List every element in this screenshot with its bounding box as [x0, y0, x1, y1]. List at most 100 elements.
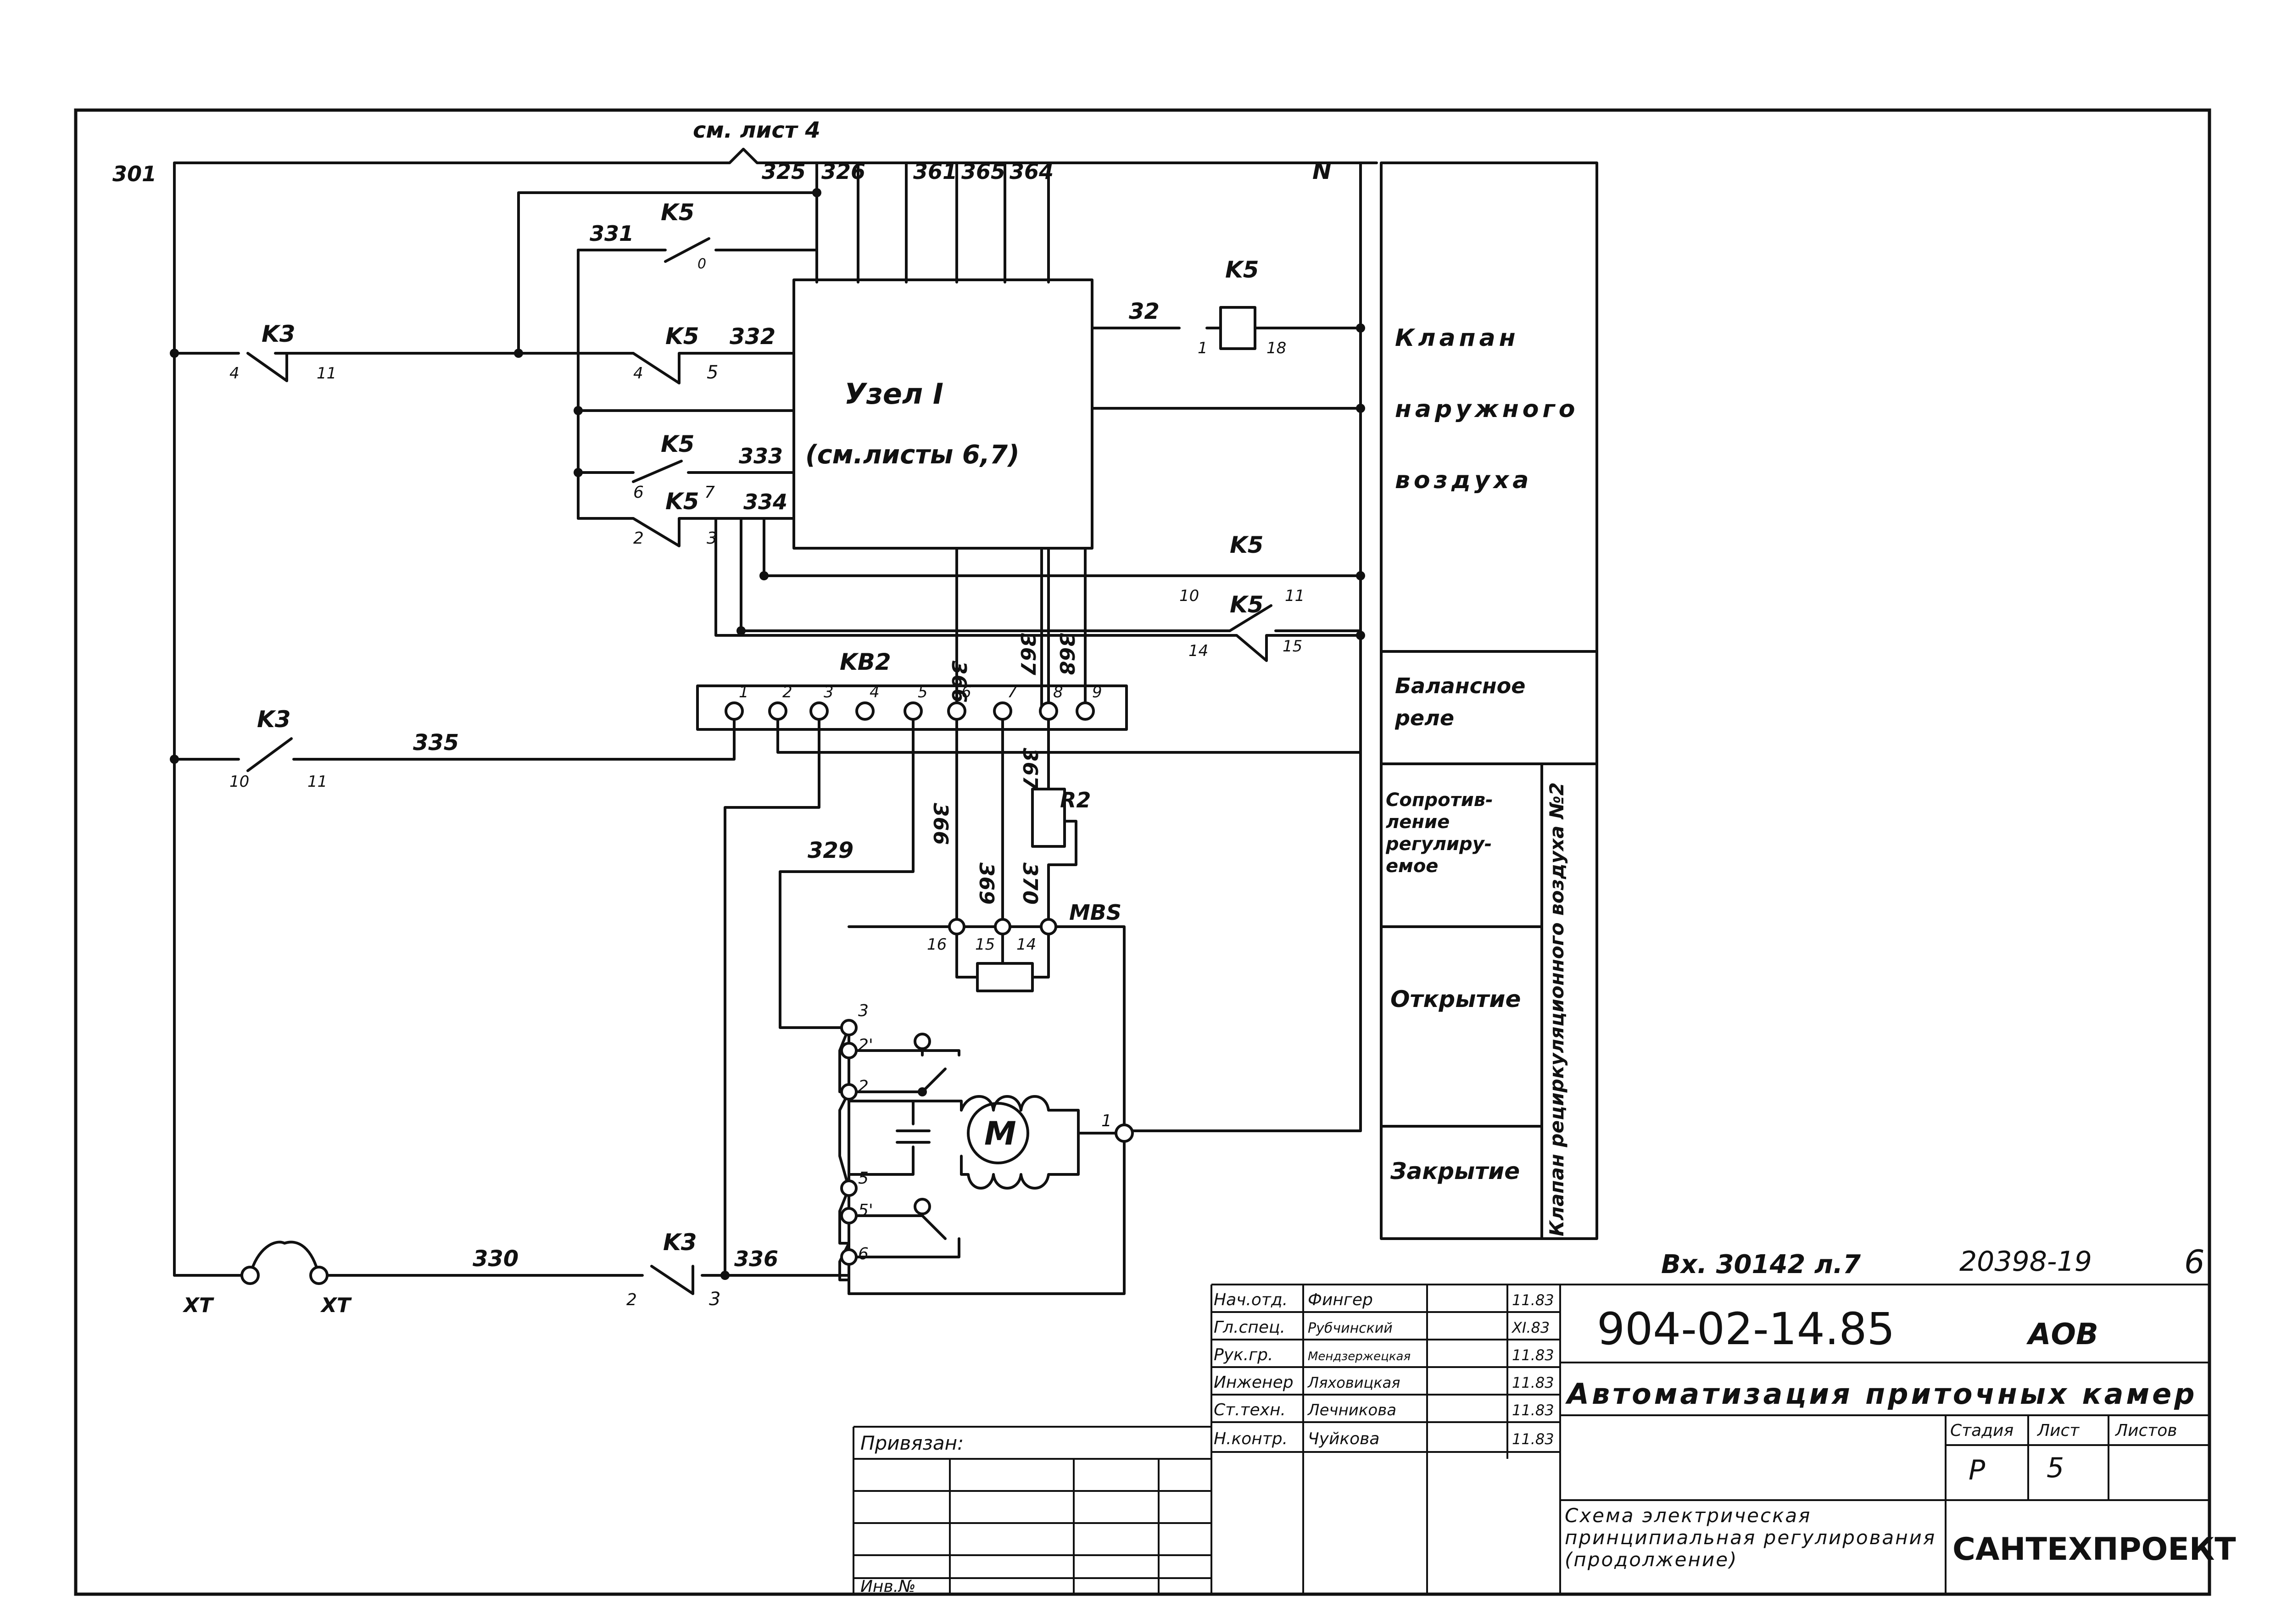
wire-label: 329 — [808, 838, 853, 863]
pin-label: 2 — [633, 529, 644, 548]
wire-label: 367 — [1016, 633, 1039, 675]
stamp-code: 20398-19 — [1959, 1246, 2092, 1278]
pin-label: 3 — [707, 529, 717, 548]
sig-name: Мендзержецкая — [1308, 1350, 1411, 1363]
wire-label: 336 — [734, 1246, 778, 1271]
sig-role: Нач.отд. — [1214, 1290, 1288, 1309]
sig-name: Рубчинский — [1308, 1320, 1393, 1336]
pin-label: 5 — [707, 362, 718, 383]
wire-label: 325 — [762, 159, 806, 184]
sig-role: Гл.спец. — [1214, 1318, 1285, 1337]
inv-label: Инв.№ — [860, 1577, 916, 1596]
ref-sheet-label: см. лист 4 — [693, 117, 820, 143]
sig-role: Рук.гр. — [1214, 1346, 1273, 1364]
wire-label: 32 — [1129, 299, 1160, 324]
pin-label: 10 — [229, 773, 249, 791]
wire-label: 331 — [590, 221, 634, 246]
diagram-labels: см. лист 4 301 325 326 361 365 364 N Узе… — [112, 117, 1332, 1317]
sig-name: Лечникова — [1307, 1401, 1396, 1419]
wire-label: 334 — [743, 489, 787, 514]
pin-label: 1 — [1198, 339, 1208, 357]
kb2-terminal-number: 1 — [739, 683, 749, 701]
pin-label: 3 — [709, 1289, 720, 1310]
stage-label: Стадия — [1950, 1421, 2014, 1440]
legend-column: Клапан наружного воздуха Балансное реле … — [1380, 161, 1598, 1240]
sheets-label: Листов — [2114, 1421, 2177, 1440]
title-block: Вх. 30142 л.7 20398-19 6 Нач.отд. Фингер… — [853, 1243, 2236, 1596]
sig-date: 11.83 — [1512, 1291, 1554, 1309]
legend-valve-outdoor: Клапан наружного воздуха — [1395, 324, 1575, 494]
drawing-frame — [74, 108, 2211, 1596]
wire-label: 326 — [821, 159, 865, 184]
kb2-terminal-number: 2 — [782, 683, 792, 701]
org-name: САНТЕХПРОЕКТ — [1952, 1531, 2236, 1568]
device-label: KB2 — [840, 649, 891, 675]
sheet-label: Лист — [2036, 1421, 2080, 1440]
sig-name: Ляховицкая — [1307, 1374, 1400, 1391]
kb2-terminal-number: 9 — [1092, 683, 1102, 701]
sig-date: 11.83 — [1512, 1374, 1554, 1391]
node-ref: (см.листы 6,7) — [805, 440, 1020, 470]
pin-label: 14 — [1188, 642, 1208, 660]
pin-label: 3 — [858, 1001, 869, 1020]
stamp-left: Вх. 30142 л.7 — [1661, 1250, 1861, 1279]
wire-label: 368 — [1055, 633, 1078, 675]
mbs-terminals — [240, 918, 1134, 1285]
junctions — [170, 188, 1365, 1280]
wire-label: N — [1312, 158, 1332, 184]
pin-label: 5 — [858, 1169, 869, 1188]
wire-label: 366 — [929, 803, 952, 845]
motor-symbol — [967, 1102, 1029, 1164]
kb2-terminal-number: 8 — [1053, 683, 1063, 701]
kb2-terminals — [725, 701, 1095, 721]
sig-date: 11.83 — [1512, 1430, 1554, 1448]
wire-label: 365 — [961, 159, 1005, 184]
device-label: K5 — [665, 323, 699, 350]
pin-label: 10 — [1179, 587, 1199, 605]
wire-label: 366 — [947, 661, 971, 703]
pin-label: 15 — [1283, 637, 1302, 656]
legend-opening: Открытие — [1390, 986, 1521, 1012]
signature-rows: Нач.отд. Фингер 11.83 Гл.спец. Рубчински… — [1214, 1290, 1554, 1448]
mbs-potentiometer — [976, 962, 1034, 992]
wire-label: 330 — [473, 1246, 519, 1272]
wire-label: 364 — [1010, 159, 1054, 184]
pin-label: 2 — [626, 1290, 637, 1309]
sig-date: 11.83 — [1512, 1346, 1554, 1364]
device-label: R2 — [1060, 788, 1091, 812]
legend-closing: Закрытие — [1390, 1158, 1520, 1185]
pin-label: 2 — [858, 1077, 869, 1096]
device-label: K3 — [257, 706, 291, 733]
device-label: K5 — [1230, 532, 1264, 558]
pin-label: 5' — [858, 1201, 873, 1220]
k5-coil — [1219, 306, 1256, 350]
pin-label: 6 — [858, 1245, 869, 1263]
sheet-title: Схема электрическая принципиальная регул… — [1565, 1505, 1935, 1571]
pin-label: 11 — [307, 773, 327, 791]
sig-role: Н.контр. — [1214, 1429, 1288, 1448]
pin-label: 4 — [229, 364, 240, 383]
legend-balance-relay: Балансное реле — [1395, 673, 1525, 730]
device-label: K5 — [661, 199, 695, 226]
sig-name: Фингер — [1308, 1290, 1373, 1309]
kb2-terminal-number: 3 — [824, 683, 834, 701]
node-box — [792, 278, 1093, 550]
sig-role: Ст.техн. — [1214, 1401, 1286, 1419]
r2-resistor — [1031, 788, 1066, 848]
legend-recirc-valve: Клапан рециркуляционного воздуха №2 — [1546, 782, 1568, 1236]
device-label: XT — [182, 1294, 214, 1317]
sig-date: XI.83 — [1511, 1319, 1550, 1336]
pin-label: 11 — [317, 364, 336, 383]
legend-resistance: Сопротив-ление регулиру-емое — [1386, 790, 1493, 877]
device-label: K3 — [262, 321, 296, 347]
wire-label: 370 — [1018, 862, 1042, 905]
device-label: XT — [320, 1294, 352, 1317]
device-label: K5 — [665, 488, 699, 515]
wire-label: 367 — [1018, 748, 1042, 790]
pin-label: 16 — [927, 935, 947, 954]
sig-date: 11.83 — [1512, 1402, 1554, 1419]
attached-label: Привязан: — [860, 1432, 964, 1454]
pin-label: 1 — [1101, 1112, 1112, 1130]
wire-label: 333 — [739, 444, 783, 468]
